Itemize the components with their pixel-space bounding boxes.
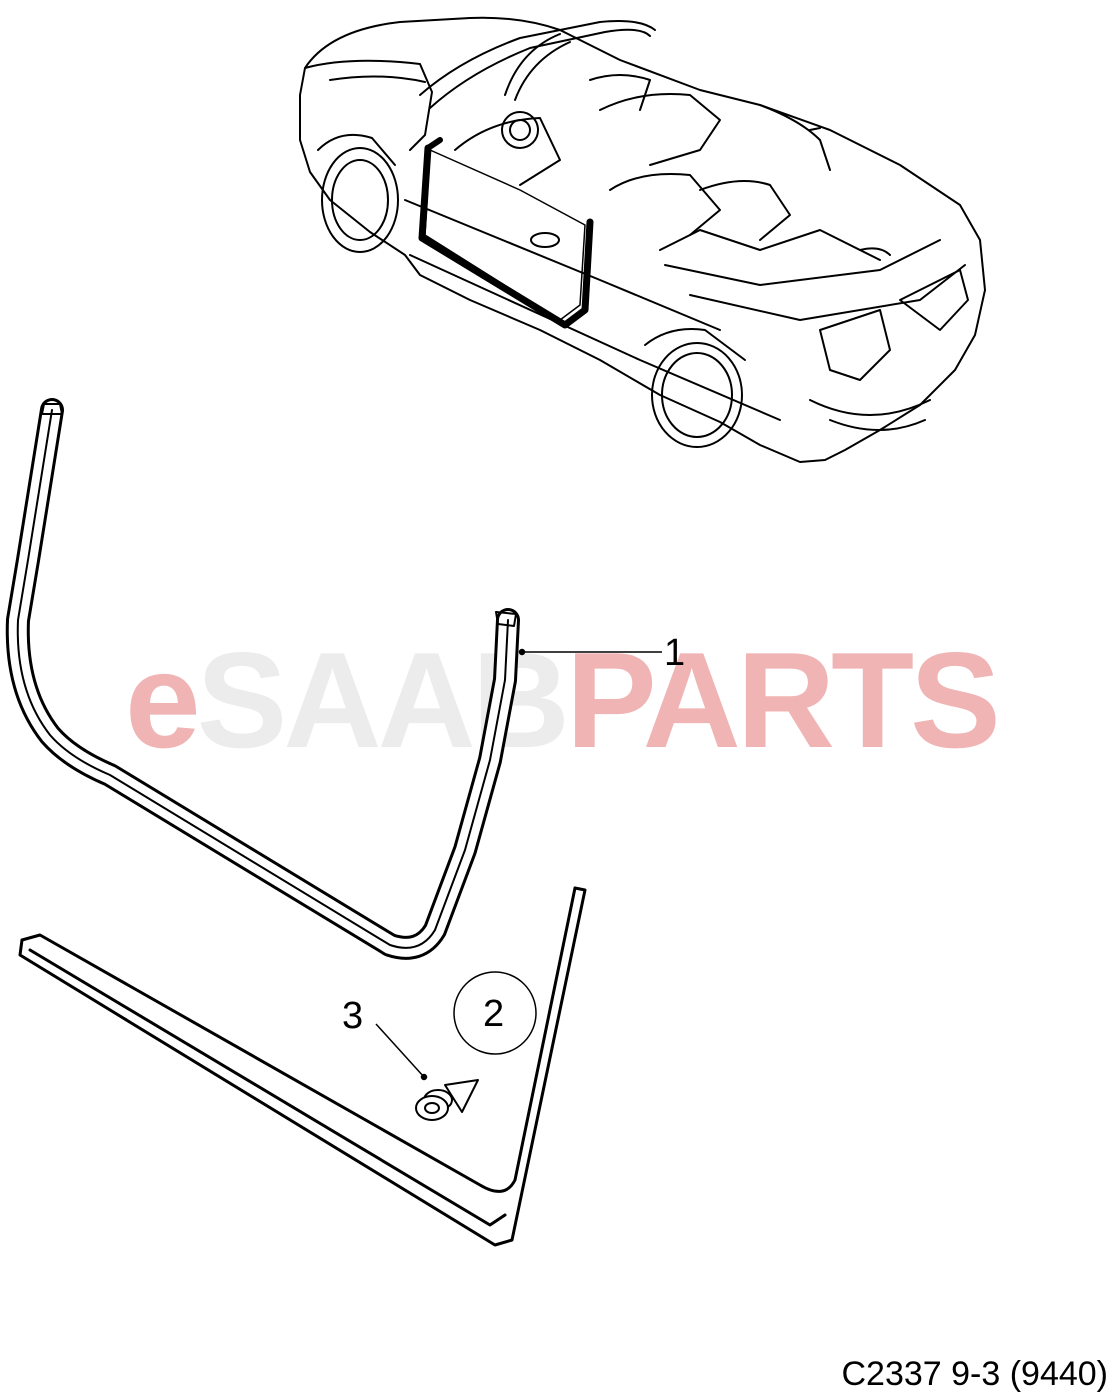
callout-2-label: 2 [483, 993, 505, 1035]
watermark-parts: PARTS [566, 624, 1001, 776]
retaining-clip [415, 1079, 479, 1121]
car-illustration [299, 16, 986, 463]
callout-1-label: 1 [664, 632, 686, 674]
leader-dot-3 [420, 1073, 428, 1081]
leader-lines [375, 648, 662, 1081]
diagram-caption: C2337 9-3 (9440) [841, 1355, 1108, 1393]
callout-3-label: 3 [342, 995, 364, 1037]
leader-line-3 [375, 1023, 425, 1078]
door-weatherstrip-seal [5, 398, 520, 960]
callout-2-circle [453, 971, 537, 1055]
leader-dot-1 [518, 648, 526, 656]
sill-molding [18, 886, 587, 1247]
watermark-e: e [125, 624, 201, 776]
